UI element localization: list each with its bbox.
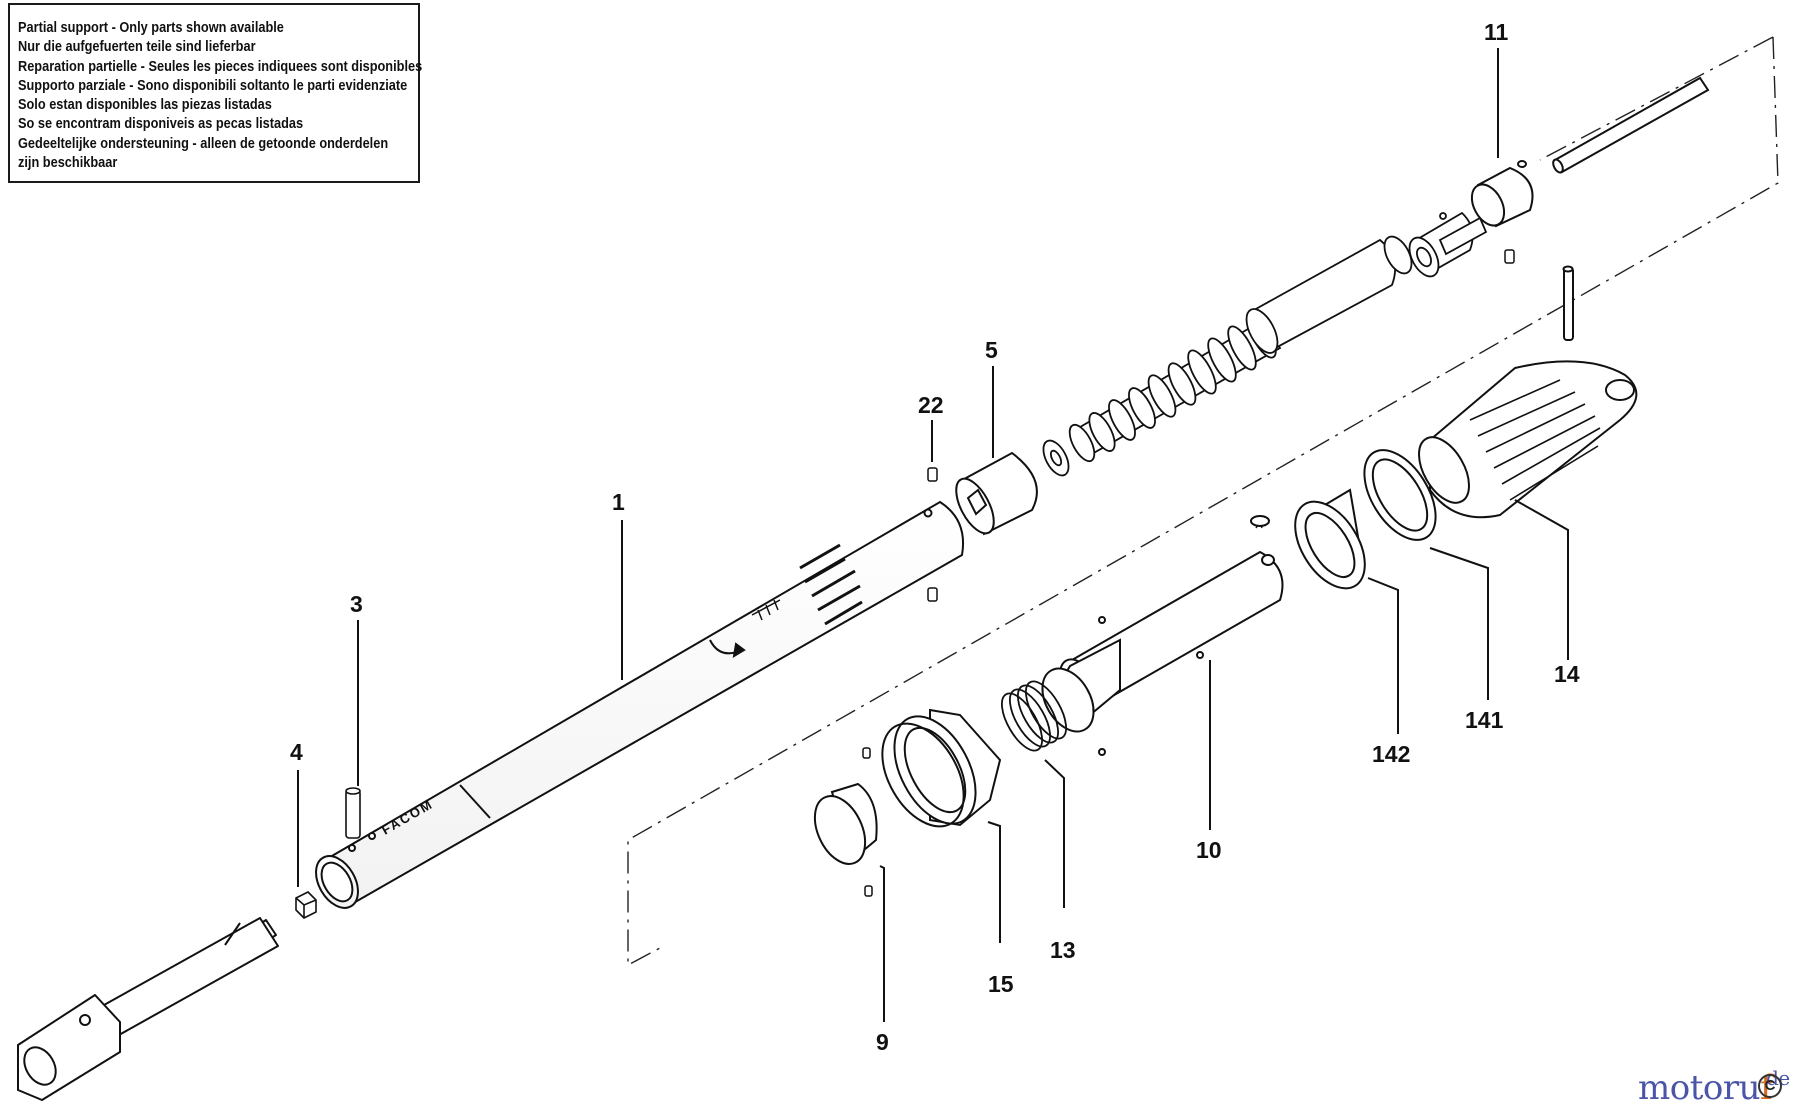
assembly-centerline <box>627 36 1779 967</box>
callout-10: 10 <box>1196 837 1222 863</box>
callout-9: 9 <box>876 1029 889 1055</box>
collar-part <box>881 708 1002 828</box>
watermark-text-a: motoru <box>1638 1068 1761 1108</box>
partial-support-notice: Partial support - Only parts shown avail… <box>8 3 423 183</box>
callout-141: 141 <box>1465 707 1504 733</box>
notice-line-nl-2: zijn beschikbaar <box>18 155 118 172</box>
callout-11: 11 <box>1484 19 1509 45</box>
pin-part <box>345 787 361 839</box>
notice-line-it: Supporto parziale - Sono disponibili sol… <box>18 77 408 94</box>
nose-cone-part <box>813 782 878 865</box>
lock-ring-part <box>1363 449 1437 541</box>
spring-assembly-part <box>1042 211 1488 477</box>
end-cap-part <box>1294 488 1366 590</box>
notice-line-en: Partial support - Only parts shown avail… <box>18 20 284 36</box>
grip-handle-part <box>1418 360 1638 519</box>
callout-leaders <box>297 48 1569 1022</box>
notice-line-es: Solo estan disponibles las piezas listad… <box>18 97 272 114</box>
inner-tube-part <box>1041 515 1284 756</box>
notice-line-nl: Gedeeltelijke ondersteuning - alleen de … <box>18 135 389 152</box>
watermark-logo: motorufde <box>1638 1066 1790 1108</box>
notice-line-pt: So se encontram disponiveis as pecas lis… <box>18 116 304 133</box>
notice-line-de: Nur die aufgefuerten teile sind lieferba… <box>18 39 256 56</box>
callout-14: 14 <box>1554 661 1580 687</box>
callout-5: 5 <box>985 337 998 363</box>
square-bush-part <box>955 451 1038 536</box>
callout-13: 13 <box>1050 937 1076 963</box>
notice-line-fr: Reparation partielle - Seules les pieces… <box>18 58 423 75</box>
set-screw-part <box>862 249 1515 897</box>
callout-3: 3 <box>350 591 363 617</box>
square-insert-part <box>295 891 317 919</box>
callout-22: 22 <box>918 392 944 418</box>
extension-socket-part <box>17 917 279 1101</box>
callout-142: 142 <box>1372 741 1410 767</box>
callout-1: 1 <box>612 489 625 515</box>
callout-4: 4 <box>290 739 303 765</box>
copyright-circle: C <box>1758 1074 1782 1098</box>
callout-15: 15 <box>988 971 1014 997</box>
main-tube-part <box>315 500 964 909</box>
end-plug-part <box>1470 76 1710 341</box>
coil-spring-part <box>1001 680 1067 752</box>
callout-labels: 1 3 4 5 22 11 14 141 142 10 13 15 9 <box>290 19 1580 1055</box>
